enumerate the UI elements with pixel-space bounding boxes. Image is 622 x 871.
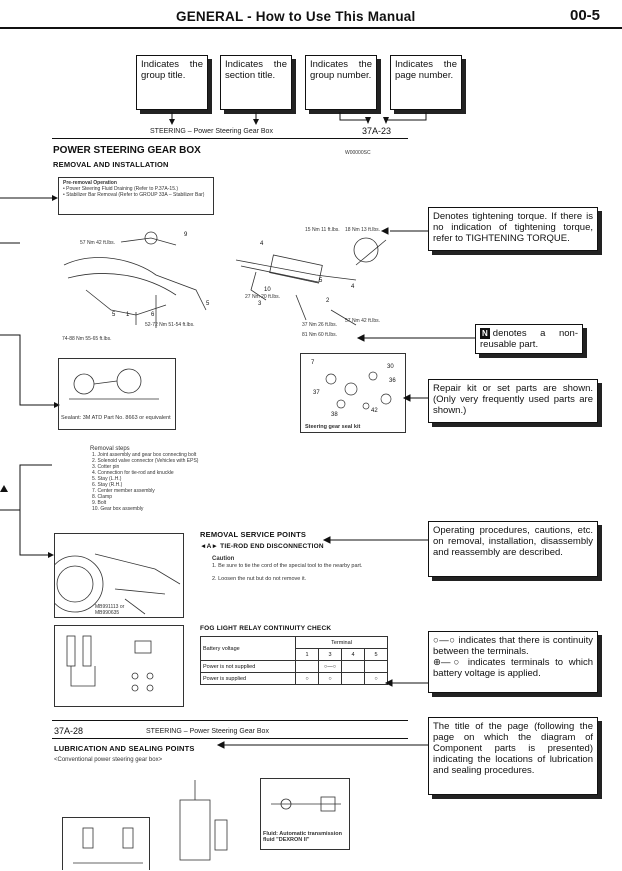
service-point-a: ◄A► TIE-ROD END DISCONNECTION bbox=[200, 543, 324, 550]
fluid-detail-box: Fluid: Automatic transmission fluid "DEX… bbox=[260, 778, 350, 850]
svg-text:36: 36 bbox=[389, 378, 396, 384]
torque-label-9: 81 Nm 60 ft.lbs. bbox=[302, 332, 338, 338]
svg-text:4: 4 bbox=[351, 284, 355, 290]
torque-label-2: 27 Nm 20 ft.lbs. bbox=[245, 294, 281, 300]
fog-terminal-table: Battery voltage Terminal 1 3 4 5 Power i… bbox=[200, 636, 388, 685]
torque-label-4: 18 Nm 13 ft.lbs. bbox=[345, 227, 381, 233]
svg-text:9: 9 bbox=[184, 232, 188, 238]
tie-rod-illustration: MB991113 or MB990635 bbox=[54, 533, 184, 618]
sample-header-rule bbox=[52, 138, 408, 139]
seal-kit-label: Steering gear seal kit bbox=[305, 424, 361, 430]
left-margin-lines bbox=[0, 195, 60, 558]
battery-terminal-icon: ⊕—○ bbox=[433, 657, 468, 668]
removal-steps: Removal steps 1. Joint assembly and gear… bbox=[90, 446, 199, 512]
sample-2-page-number: 37A-28 bbox=[54, 726, 84, 736]
caution-item-2: 2. Loosen the nut but do not remove it. bbox=[212, 576, 307, 582]
svg-text:2: 2 bbox=[326, 298, 330, 304]
non-reusable-icon: N bbox=[480, 328, 490, 339]
sample-2-heading: LUBRICATION AND SEALING POINTS bbox=[54, 744, 195, 753]
svg-text:4: 4 bbox=[260, 241, 264, 247]
callout-tightening-torque: Denotes tightening torque. If there is n… bbox=[428, 207, 598, 251]
page-number: 00-5 bbox=[570, 7, 601, 24]
callout-lubrication-page: The title of the page (following the pag… bbox=[428, 717, 598, 795]
service-points-title: REMOVAL SERVICE POINTS bbox=[200, 530, 307, 539]
sample-page-number: 37A-23 bbox=[362, 126, 392, 136]
callout-repair-kit: Repair kit or set parts are shown. (Only… bbox=[428, 379, 598, 423]
fluid-note: Fluid: Automatic transmission fluid "DEX… bbox=[263, 831, 342, 843]
continuity-icon: ○—○ bbox=[433, 635, 459, 646]
fog-check-title: FOG LIGHT RELAY CONTINUITY CHECK bbox=[200, 625, 332, 632]
callout-group-number: Indicates the group number. bbox=[305, 55, 377, 110]
callout-group-title: Indicates the group title. bbox=[136, 55, 208, 110]
torque-label-6: 52-72 Nm 51-54 ft.lbs. bbox=[145, 322, 195, 328]
svg-text:5: 5 bbox=[112, 312, 116, 318]
svg-text:6: 6 bbox=[151, 312, 155, 318]
lubrication-illustration-center bbox=[179, 780, 228, 861]
torque-label-7: 74-88 Nm 55-65 ft.lbs. bbox=[62, 336, 112, 342]
svg-text:5: 5 bbox=[206, 301, 210, 307]
svg-text:30: 30 bbox=[387, 364, 394, 370]
sample-heading: POWER STEERING GEAR BOX bbox=[53, 145, 201, 156]
sealant-detail-box: Sealant: 3M ATD Part No. 8663 or equival… bbox=[58, 358, 176, 430]
header-rule bbox=[0, 27, 622, 29]
caution-item-1: 1. Be sure to tie the cord of the specia… bbox=[212, 563, 363, 569]
svg-text:37: 37 bbox=[313, 390, 320, 396]
torque-label-3: 15 Nm 11 ft.lbs. bbox=[305, 227, 340, 233]
torque-label-1: 57 Nm 42 ft.lbs. bbox=[80, 240, 116, 246]
svg-text:7: 7 bbox=[311, 360, 315, 366]
sample-2-subheading: <Conventional power steering gear box> bbox=[54, 757, 163, 763]
svg-text:42: 42 bbox=[371, 408, 378, 414]
caution-title: Caution bbox=[212, 556, 235, 562]
callout-page-number: Indicates the page number. bbox=[390, 55, 462, 110]
seal-kit-box: 7 30 36 37 42 38 Steering gear seal kit bbox=[300, 353, 406, 433]
lubrication-illustration-left bbox=[62, 817, 150, 870]
sample-2-header-line: STEERING – Power Steering Gear Box bbox=[146, 728, 269, 735]
callout-operating-procedures: Operating procedures, cautions, etc. on … bbox=[428, 521, 598, 577]
gear-box-exploded-diagram: 9 4 4 5 5 10 3 5 1 6 2 bbox=[63, 231, 387, 328]
page-header-title: GENERAL - How to Use This Manual bbox=[176, 9, 416, 24]
top-callout-pointers bbox=[169, 112, 427, 125]
relay-illustration bbox=[54, 625, 184, 707]
torque-label-8: 37 Nm 26 ft.lbs. bbox=[302, 322, 338, 328]
callout-continuity: ○—○ indicates that there is continuity b… bbox=[428, 631, 598, 693]
svg-text:1: 1 bbox=[126, 312, 130, 318]
svg-text:3: 3 bbox=[258, 301, 262, 307]
torque-label-5: 57 Nm 42 ft.lbs. bbox=[345, 318, 381, 324]
svg-text:10: 10 bbox=[264, 287, 271, 293]
pre-removal-box: Pre-removal Operation • Power Steering F… bbox=[58, 177, 214, 215]
sealant-note: Sealant: 3M ATD Part No. 8663 or equival… bbox=[61, 415, 171, 421]
sample-code: W00000SC bbox=[345, 150, 371, 156]
sample-2-top-rule bbox=[52, 720, 408, 721]
sample-subheading: REMOVAL AND INSTALLATION bbox=[53, 160, 169, 169]
sample-2-header-rule bbox=[52, 738, 408, 739]
sample-header-line: STEERING – Power Steering Gear Box bbox=[150, 128, 273, 135]
svg-text:38: 38 bbox=[331, 412, 338, 418]
callout-section-title: Indicates the section title. bbox=[220, 55, 292, 110]
tool-label: MB991113 or MB990635 bbox=[95, 604, 125, 616]
svg-text:5: 5 bbox=[319, 278, 323, 284]
